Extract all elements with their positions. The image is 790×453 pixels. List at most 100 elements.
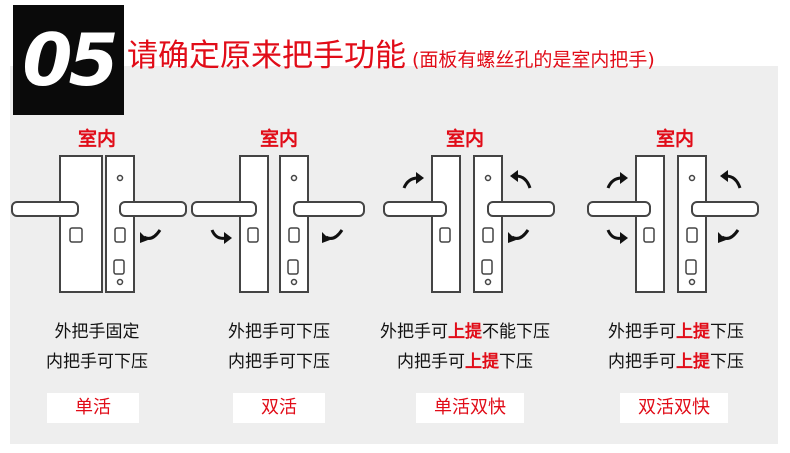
screw-hole-icon: [116, 174, 124, 182]
outer-handle: [383, 201, 447, 217]
function-description: 外把手可上提不能下压 内把手可上提下压: [358, 317, 572, 377]
desc-text: 不能下压: [482, 322, 550, 342]
arrow-head: [718, 232, 726, 243]
curved-arrow-icon: [402, 176, 419, 189]
keyhole-icon: [114, 227, 126, 243]
arrow-head: [620, 172, 628, 184]
arrow-head: [508, 232, 516, 243]
step-number: 05: [22, 18, 118, 102]
desc-text: 内把手可: [608, 352, 676, 372]
desc-highlight: 上提: [676, 322, 710, 342]
arrow-head: [416, 172, 424, 184]
desc-text: 内把手可下压: [228, 352, 330, 372]
curved-arrow-icon: [515, 174, 532, 189]
keyhole-icon: [247, 227, 259, 243]
desc-highlight: 上提: [448, 322, 482, 342]
function-tag: 单活双快: [416, 393, 524, 423]
desc-line-1: 外把手可上提不能下压: [358, 317, 572, 347]
latch-slot: [481, 259, 493, 275]
curved-arrow-icon: [606, 229, 623, 240]
keyhole-icon: [643, 227, 655, 243]
arrow-head: [620, 232, 628, 244]
outer-panel: [431, 155, 461, 293]
function-tag: 双活: [233, 393, 325, 423]
outer-panel: [59, 155, 103, 293]
keyhole-icon: [439, 227, 451, 243]
desc-line-2: 内把手可下压: [2, 347, 192, 377]
desc-text: 下压: [710, 322, 744, 342]
screw-hole-icon: [290, 278, 298, 286]
function-description: 外把手可上提下压 内把手可上提下压: [576, 317, 776, 377]
latch-slot: [287, 259, 299, 275]
keyhole-icon: [69, 227, 83, 243]
outer-panel: [635, 155, 665, 293]
door-handle-diagram: [11, 155, 187, 293]
page-title: 请确定原来把手功能: [127, 38, 406, 74]
inner-handle: [691, 201, 759, 217]
room-label: 室内: [445, 128, 484, 150]
screw-hole-icon: [688, 174, 696, 182]
arrow-head: [322, 232, 330, 243]
curved-arrow-icon: [143, 229, 162, 240]
desc-text: 外把手可: [380, 322, 448, 342]
inner-handle: [487, 201, 555, 217]
option-single-active: 室内 外把手固定 内把手可下压 单活: [2, 0, 192, 453]
desc-text: 内把手可下压: [46, 352, 148, 372]
function-description: 外把手固定 内把手可下压: [2, 317, 192, 377]
screw-hole-icon: [688, 278, 696, 286]
desc-text: 外把手可下压: [228, 322, 330, 342]
arrow-head: [720, 170, 728, 182]
latch-slot: [685, 259, 697, 275]
keyhole-icon: [482, 227, 494, 243]
option-double-active: 室内 外把手可下压 内把手可下压 双活: [184, 0, 374, 453]
door-handle-diagram: [587, 155, 759, 293]
title-row: 请确定原来把手功能 (面板有螺丝孔的是室内把手): [127, 30, 655, 76]
outer-handle: [191, 201, 257, 217]
room-label: 室内: [655, 128, 694, 150]
screw-hole-icon: [484, 278, 492, 286]
desc-highlight: 上提: [676, 352, 710, 372]
function-tag: 双活双快: [620, 393, 728, 423]
arrow-head: [510, 170, 518, 182]
curved-arrow-icon: [606, 176, 623, 189]
desc-highlight: 上提: [465, 352, 499, 372]
function-tag: 单活: [47, 393, 139, 423]
step-badge: 05: [13, 5, 124, 115]
inner-handle: [119, 201, 187, 217]
arrow-head: [224, 232, 232, 244]
room-label: 室内: [259, 128, 298, 150]
arrow-head: [140, 232, 148, 243]
room-label: 室内: [77, 128, 116, 150]
keyhole-icon: [288, 227, 300, 243]
desc-line-1: 外把手可下压: [184, 317, 374, 347]
keyhole-icon: [686, 227, 698, 243]
option-single-active-double-quick: 室内 外把手可上提不能下压 内把手可上提下压 单活双快: [370, 0, 560, 453]
curved-arrow-icon: [721, 229, 740, 240]
door-handle-diagram: [191, 155, 365, 293]
function-description: 外把手可下压 内把手可下压: [184, 317, 374, 377]
curved-arrow-icon: [511, 229, 530, 240]
desc-text: 外把手可: [608, 322, 676, 342]
latch-slot: [113, 259, 125, 275]
desc-line-1: 外把手固定: [2, 317, 192, 347]
curved-arrow-icon: [725, 174, 742, 189]
screw-hole-icon: [290, 174, 298, 182]
desc-text: 内把手可: [397, 352, 465, 372]
desc-text: 下压: [710, 352, 744, 372]
desc-text: 外把手固定: [54, 322, 140, 342]
door-handle-diagram: [383, 155, 555, 293]
outer-panel: [239, 155, 269, 293]
screw-hole-icon: [116, 278, 124, 286]
desc-line-1: 外把手可上提下压: [576, 317, 776, 347]
curved-arrow-icon: [325, 229, 344, 240]
desc-line-2: 内把手可上提下压: [358, 347, 572, 377]
curved-arrow-icon: [210, 229, 227, 240]
desc-line-2: 内把手可下压: [184, 347, 374, 377]
inner-handle: [293, 201, 365, 217]
screw-hole-icon: [484, 174, 492, 182]
desc-line-2: 内把手可上提下压: [576, 347, 776, 377]
page-subtitle: (面板有螺丝孔的是室内把手): [412, 49, 655, 71]
outer-handle: [11, 201, 79, 217]
outer-handle: [587, 201, 651, 217]
option-double-active-double-quick: 室内 外把手可上提下压 内把手可上提下压 双活双快: [580, 0, 770, 453]
